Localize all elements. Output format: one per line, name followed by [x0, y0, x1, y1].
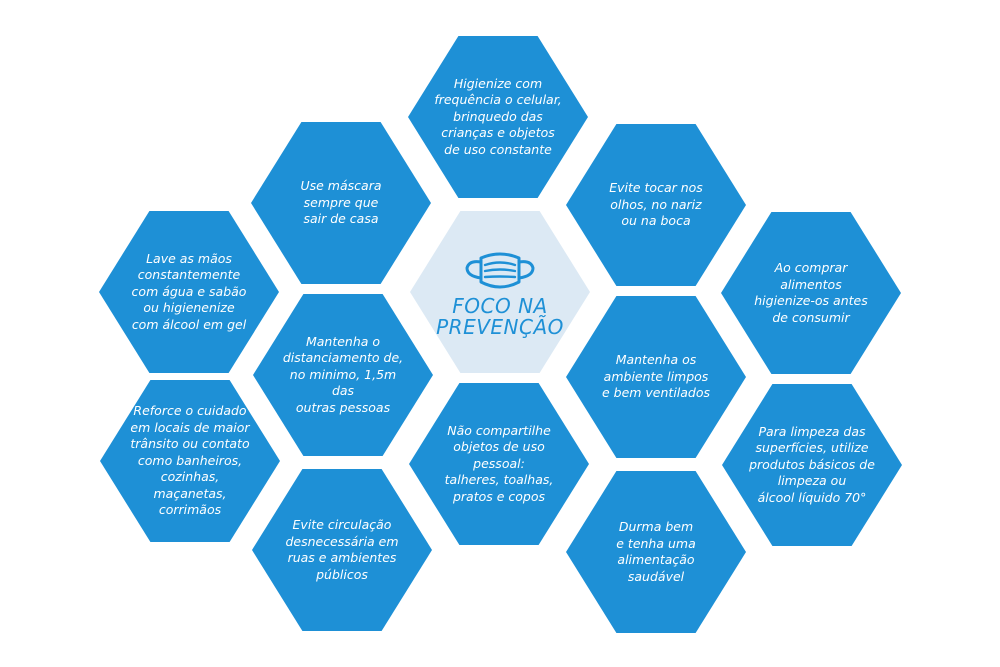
- hexagon-text: Ao comprar alimentos higienize-os antes …: [754, 260, 868, 325]
- hexagon-limpeza-superficies: Para limpeza das superfícies, utilize pr…: [722, 384, 902, 546]
- center-hexagon: FOCO NA PREVENÇÃO: [410, 211, 590, 373]
- hexagon-text: Evite circulação desnecessária em ruas e…: [285, 517, 399, 582]
- hexagon-reforce-cuidado: Reforce o cuidado em locais de maior trâ…: [100, 380, 280, 542]
- hexagon-text: Reforce o cuidado em locais de maior trâ…: [130, 403, 250, 518]
- hexagon-text: Não compartilhe objetos de uso pessoal: …: [444, 422, 554, 504]
- hexagon-use-mascara: Use máscara sempre que sair de casa: [251, 122, 431, 284]
- face-mask-icon: [465, 252, 535, 289]
- hexagon-evite-tocar: Evite tocar nos olhos, no nariz ou na bo…: [566, 124, 746, 286]
- hexagon-lave-maos: Lave as mãos constantemente com água e s…: [99, 211, 279, 373]
- hexagon-text: Higienize com frequência o celular, brin…: [434, 75, 562, 157]
- hexagon-ambientes-limpos: Mantenha os ambiente limpos e bem ventil…: [566, 296, 746, 458]
- hexagon-text: Use máscara sempre que sair de casa: [300, 178, 382, 227]
- hexagon-distanciamento: Mantenha o distanciamento de, no minimo,…: [253, 294, 433, 456]
- hexagon-text: Durma bem e tenha uma alimentação saudáv…: [616, 519, 696, 584]
- hexagon-text: Mantenha os ambiente limpos e bem ventil…: [601, 352, 711, 401]
- hexagon-comprar-alimentos: Ao comprar alimentos higienize-os antes …: [721, 212, 901, 374]
- hexagon-higienize-celular: Higienize com frequência o celular, brin…: [408, 36, 588, 198]
- hexagon-evite-circulacao: Evite circulação desnecessária em ruas e…: [252, 469, 432, 631]
- hexagon-durma-bem: Durma bem e tenha uma alimentação saudáv…: [566, 471, 746, 633]
- hexagon-text: Evite tocar nos olhos, no nariz ou na bo…: [609, 180, 703, 229]
- hexagon-text: Lave as mãos constantemente com água e s…: [131, 250, 247, 332]
- hexagon-nao-compartilhe: Não compartilhe objetos de uso pessoal: …: [409, 383, 589, 545]
- hexagon-text: Para limpeza das superfícies, utilize pr…: [749, 423, 875, 505]
- hexagon-text: Mantenha o distanciamento de, no minimo,…: [282, 333, 404, 415]
- center-title: FOCO NA PREVENÇÃO: [436, 294, 564, 339]
